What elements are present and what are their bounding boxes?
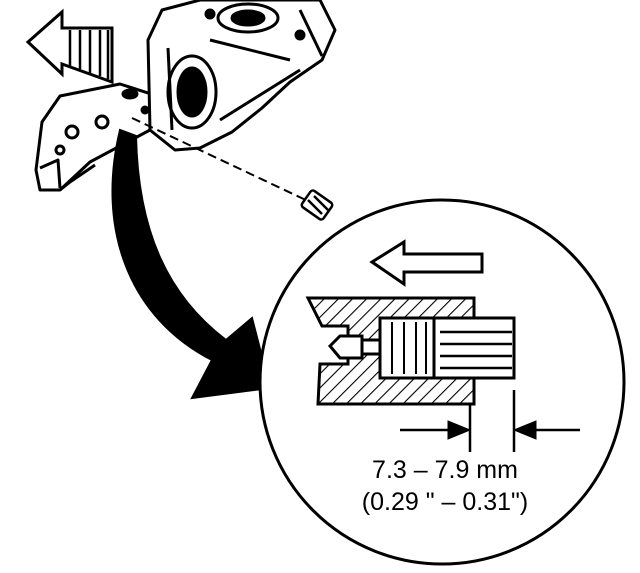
direction-arrow-icon bbox=[25, 8, 114, 85]
measurement-mm-label: 7.3 – 7.9 mm bbox=[372, 456, 518, 484]
section-plug bbox=[327, 316, 516, 380]
knuckle-part bbox=[34, 0, 337, 192]
leader-line bbox=[131, 117, 311, 203]
direction-arrow-icon bbox=[369, 239, 484, 287]
plug-part bbox=[300, 189, 334, 221]
curved-callout-arrow-icon bbox=[111, 128, 272, 400]
dimension-arrow-icon bbox=[400, 420, 580, 440]
dimension-lines bbox=[468, 390, 516, 452]
measurement-inch-label: (0.29 " – 0.31") bbox=[361, 488, 529, 516]
